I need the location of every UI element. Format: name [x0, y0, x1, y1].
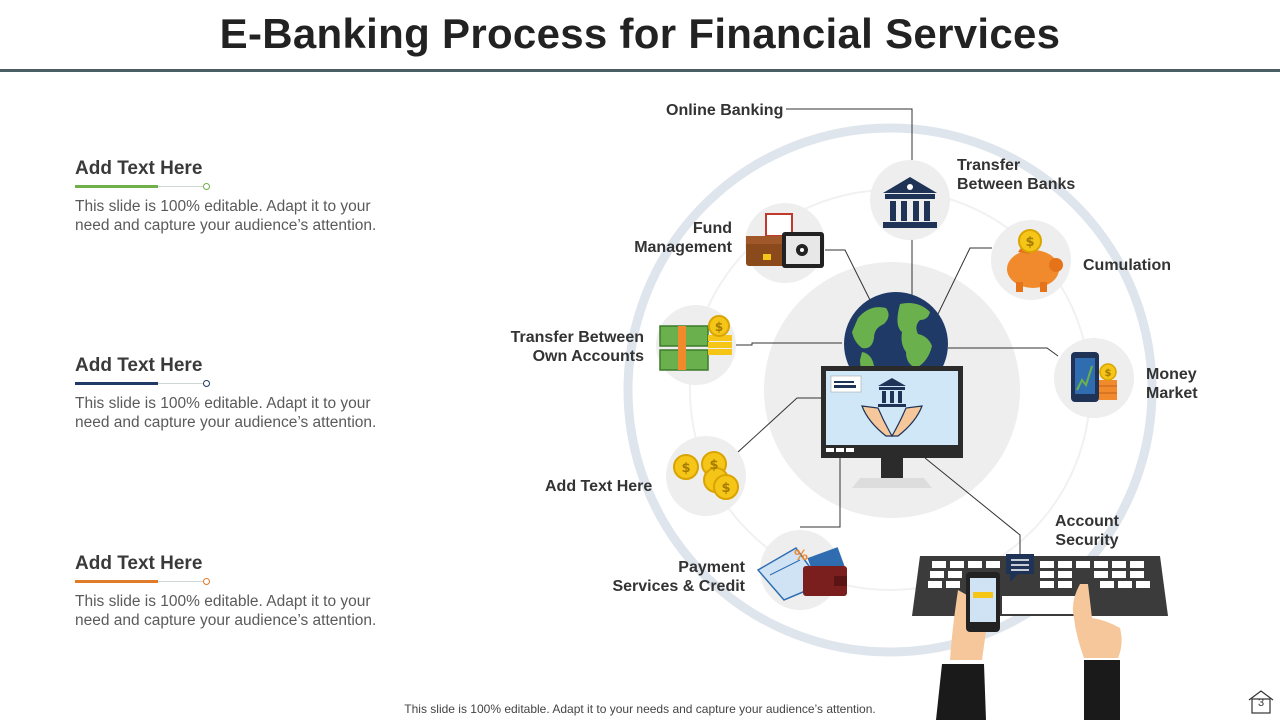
side-accent-line [75, 182, 210, 192]
label-line: Services & Credit [612, 578, 745, 595]
label-online-banking: Online Banking [666, 102, 784, 119]
slide-title: E-Banking Process for Financial Services [219, 10, 1061, 57]
side-heading: Add Text Here [75, 553, 203, 574]
bank-icon [883, 177, 937, 228]
label-line: Fund [692, 220, 732, 237]
side-body-line: need and capture your audience’s attenti… [75, 414, 377, 431]
label-account-security: Account Security [1042, 512, 1132, 550]
side-body-line: This slide is 100% editable. Adapt it to… [75, 198, 371, 215]
side-heading: Add Text Here [75, 158, 203, 179]
side-body-line: need and capture your audience’s attenti… [75, 612, 377, 629]
label-fund-management: Fund Management [622, 219, 732, 257]
label-line: Between Banks [957, 176, 1076, 193]
label-money-market: Money Market [1146, 365, 1198, 403]
briefcase-safe-icon [746, 213, 824, 268]
label-line: Own Accounts [532, 348, 644, 365]
title-divider [0, 69, 1280, 72]
svg-text:$: $ [1025, 235, 1034, 250]
footer-note: This slide is 100% editable. Adapt it to… [404, 702, 876, 716]
label-payment-services: Payment Services & Credit [600, 558, 745, 596]
label-line: Security [1055, 532, 1119, 549]
label-transfer-own-accounts: Transfer Between Own Accounts [496, 328, 644, 366]
label-line: Transfer Between [510, 329, 644, 346]
label-line: Payment [678, 559, 745, 576]
label-line: Market [1146, 385, 1198, 402]
coins-icon: $ $ $ [673, 451, 739, 500]
label-add-text: Add Text Here [545, 478, 653, 495]
label-line: Management [634, 239, 732, 256]
side-block-3: Add Text Here This slide is 100% editabl… [75, 553, 405, 630]
svg-text:$: $ [721, 481, 730, 496]
page-number: 3 [1257, 697, 1265, 709]
label-transfer-between-banks: Transfer Between Banks [957, 156, 1075, 194]
svg-text:%: % [794, 548, 808, 564]
side-body-line: need and capture your audience’s attenti… [75, 217, 377, 234]
label-line: Money [1146, 366, 1197, 383]
side-body: This slide is 100% editable. Adapt it to… [75, 197, 405, 235]
side-accent-line [75, 577, 210, 587]
side-body-line: This slide is 100% editable. Adapt it to… [75, 593, 371, 610]
side-accent-line [75, 379, 210, 389]
page-number-badge: 3 [1247, 689, 1275, 715]
side-body: This slide is 100% editable. Adapt it to… [75, 592, 405, 630]
piggy-bank-icon: $ [1007, 229, 1063, 292]
label-line: Account [1055, 513, 1119, 530]
wallet-cards-icon: % [756, 547, 847, 601]
outer-ring [623, 123, 1157, 657]
svg-text:$: $ [1105, 368, 1112, 379]
monitor-icon [821, 366, 963, 488]
label-line: Transfer [957, 157, 1021, 174]
label-cumulation: Cumulation [1083, 257, 1171, 274]
svg-text:$: $ [709, 458, 718, 473]
side-heading: Add Text Here [75, 355, 203, 376]
svg-text:$: $ [715, 320, 723, 334]
svg-text:$: $ [681, 461, 690, 476]
laptop-keyboard-icon [912, 554, 1168, 720]
side-block-1: Add Text Here This slide is 100% editabl… [75, 158, 405, 235]
cash-coins-icon: $ [659, 315, 732, 371]
connector-lines [735, 108, 1059, 555]
home-icon [1248, 690, 1274, 714]
side-body-line: This slide is 100% editable. Adapt it to… [75, 395, 371, 412]
side-body: This slide is 100% editable. Adapt it to… [75, 394, 405, 432]
mobile-chart-icon: $ [1071, 352, 1117, 402]
side-block-2: Add Text Here This slide is 100% editabl… [75, 355, 405, 432]
